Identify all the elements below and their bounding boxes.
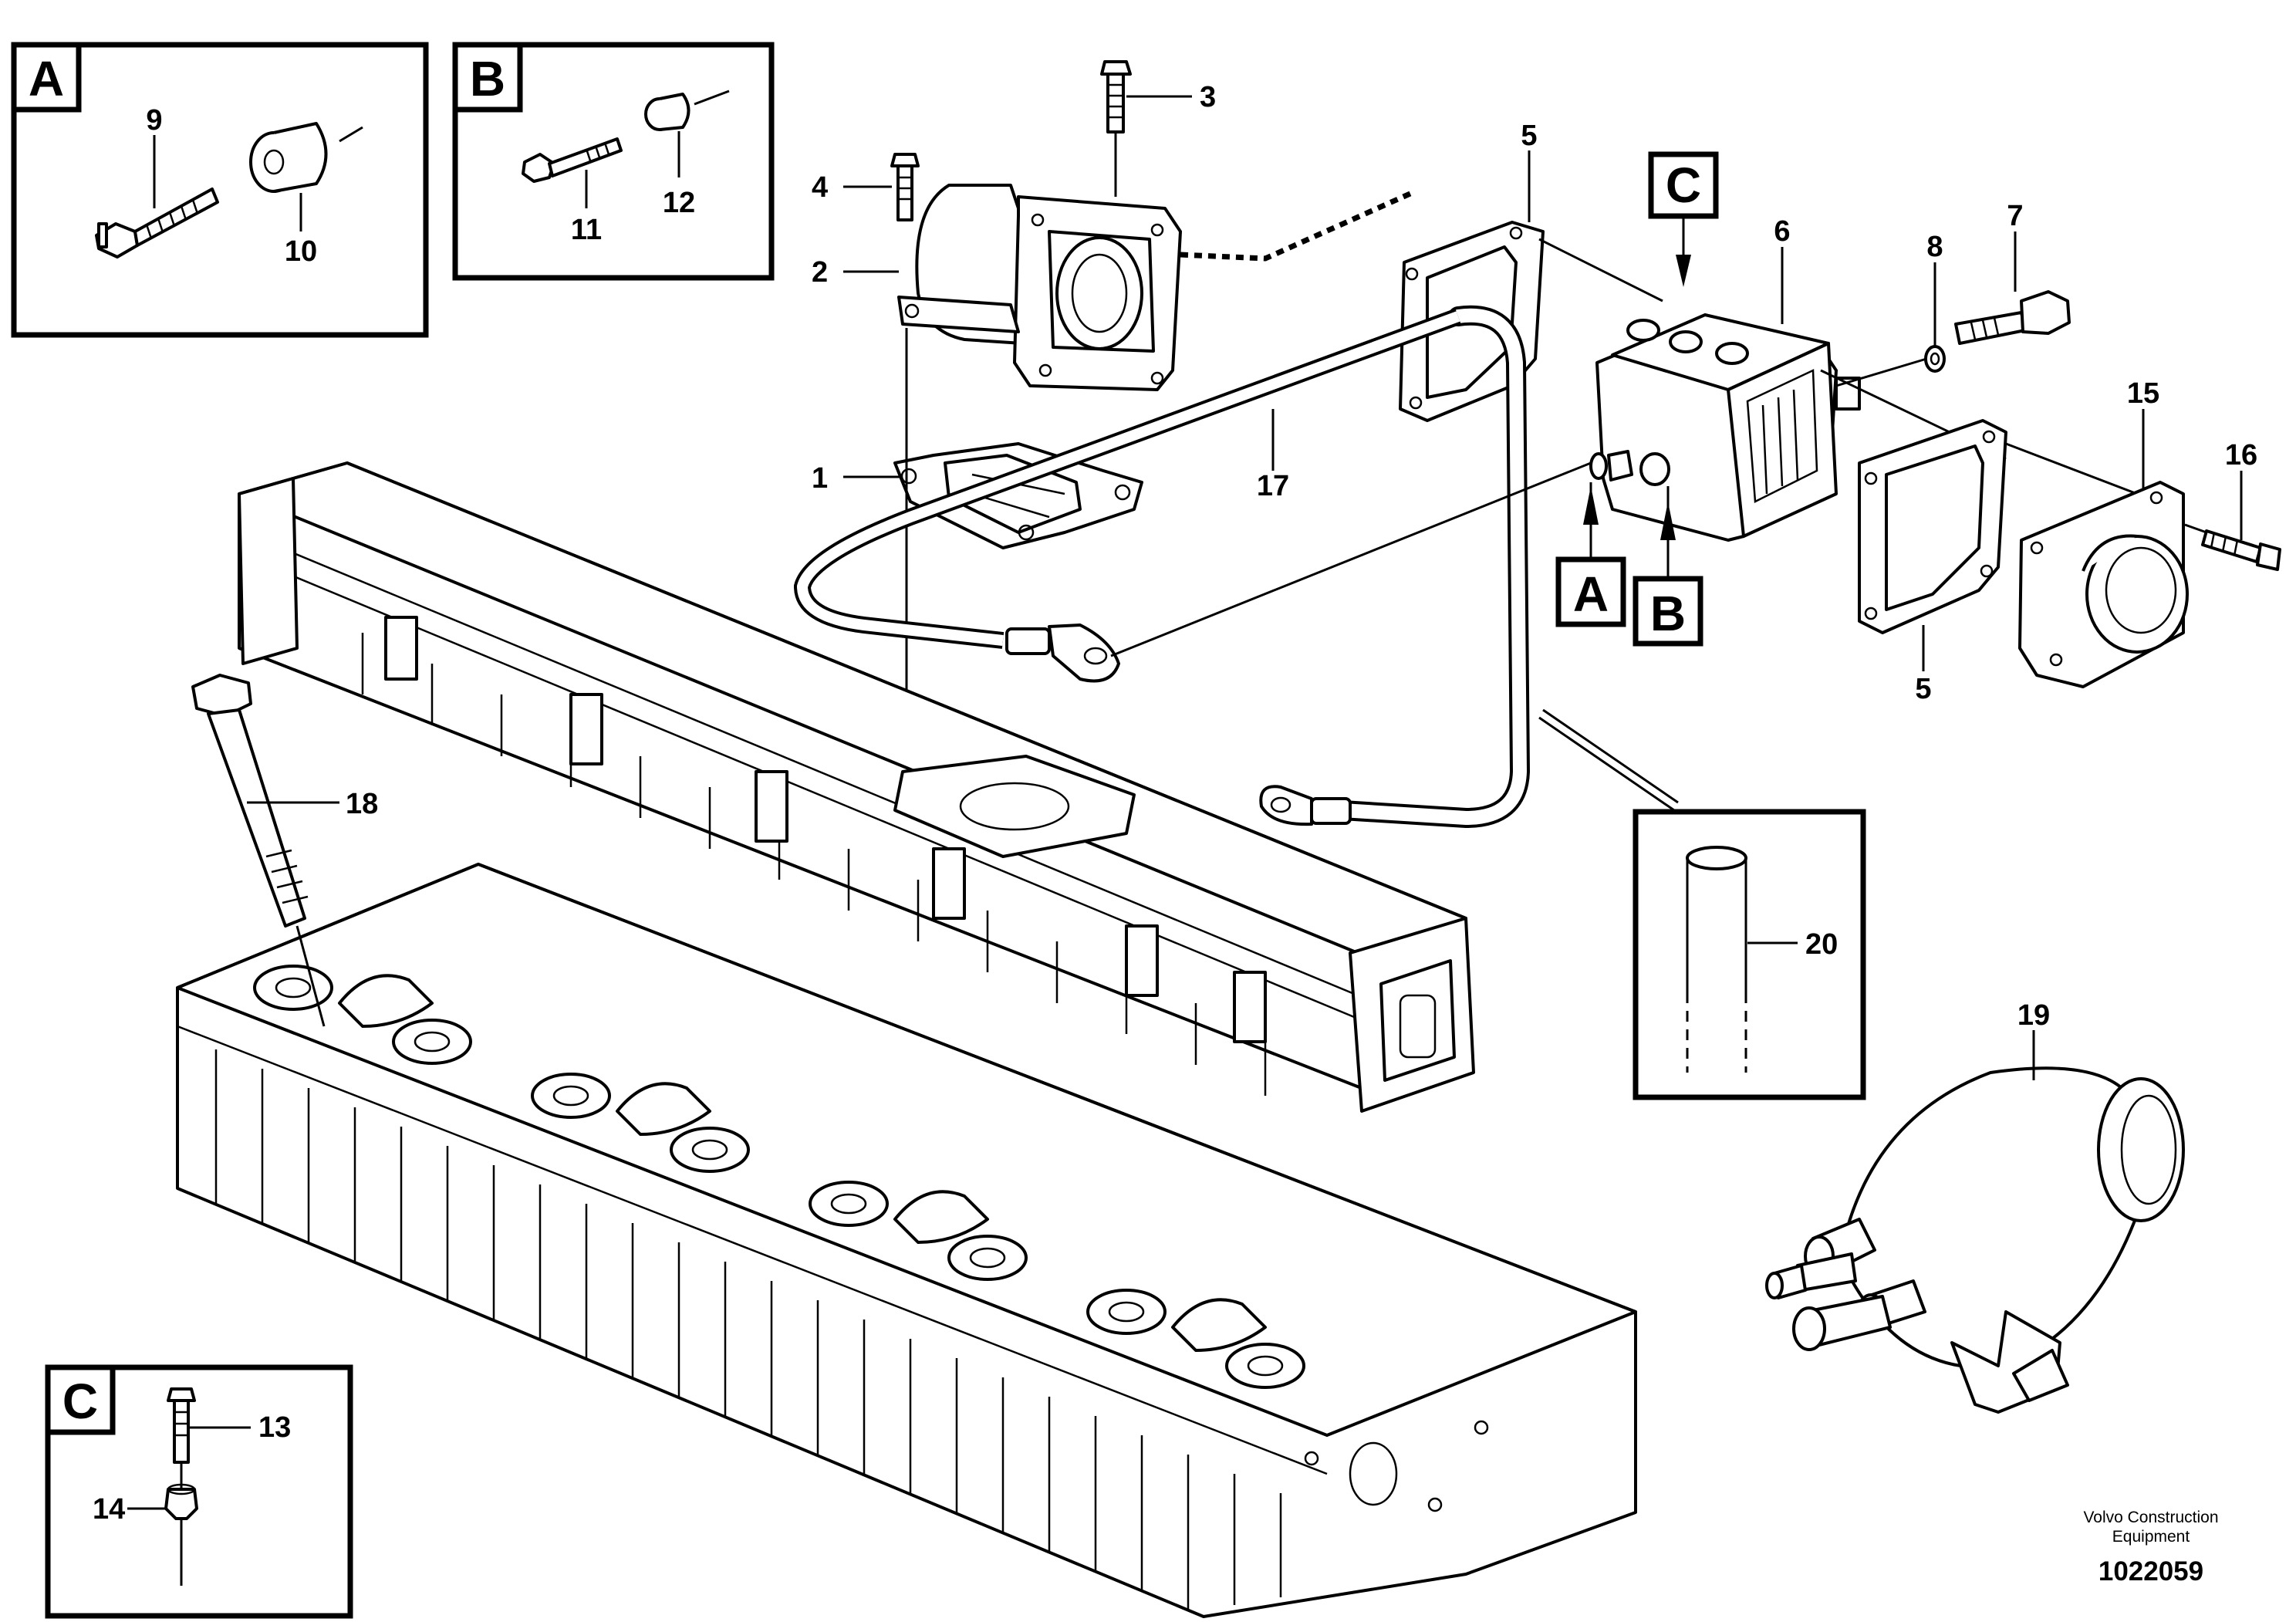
detail-box-20: 20 xyxy=(1538,708,1866,1100)
relay-terminal-bottom xyxy=(1792,1295,1892,1351)
callout-1: 1 xyxy=(812,462,828,495)
callout-15: 15 xyxy=(2127,377,2159,410)
relay-part-19 xyxy=(1765,1066,2185,1414)
credit-line-1: Volvo Construction xyxy=(2083,1509,2218,1526)
manifold xyxy=(238,461,1475,1113)
bolt-part-3 xyxy=(1100,60,1132,197)
callout-9: 9 xyxy=(146,104,162,137)
callout-17: 17 xyxy=(1257,470,1289,502)
spacer-part-10 xyxy=(249,122,363,193)
detail-box-c-label: C xyxy=(62,1374,98,1429)
reference-tag-b: B xyxy=(1633,486,1703,647)
reference-tag-c: C xyxy=(1648,151,1719,287)
gasket-part-5-lower xyxy=(1858,419,2007,634)
relay-terminal-left xyxy=(1765,1252,1857,1299)
bolt-part-16 xyxy=(2201,529,2281,571)
callout-6: 6 xyxy=(1774,215,1790,248)
svg-text:B: B xyxy=(1650,586,1686,641)
callout-7: 7 xyxy=(2007,200,2023,232)
head-bolt-part-18 xyxy=(191,674,309,928)
callout-4: 4 xyxy=(812,171,828,204)
cable-part-17 xyxy=(793,305,1531,829)
callout-19: 19 xyxy=(2017,999,2050,1032)
reference-tag-a: A xyxy=(1555,482,1626,627)
spacer-part-12 xyxy=(644,90,730,131)
callout-3: 3 xyxy=(1200,81,1216,113)
callout-2: 2 xyxy=(812,256,828,289)
washer-part-8 xyxy=(1924,345,1946,373)
bolt-part-4 xyxy=(890,153,920,221)
detail-box-b-label: B xyxy=(470,51,505,106)
callout-12: 12 xyxy=(663,187,695,219)
nut-part-14 xyxy=(164,1483,198,1520)
callout-11: 11 xyxy=(571,214,602,246)
detail-box-a: A 9 10 xyxy=(11,42,429,338)
detail-box-c: C 13 14 xyxy=(45,1364,353,1619)
callout-8: 8 xyxy=(1926,231,1943,263)
bolt-part-11 xyxy=(522,137,623,183)
cylinder-head xyxy=(176,863,1637,1618)
callout-5-lower: 5 xyxy=(1915,673,1931,705)
callout-10: 10 xyxy=(285,235,317,268)
callout-14: 14 xyxy=(93,1493,125,1526)
callout-13: 13 xyxy=(258,1411,291,1444)
outlet-flange-part-15 xyxy=(2018,481,2189,688)
callout-5-upper: 5 xyxy=(1521,120,1537,152)
heater-elbow-part-2 xyxy=(897,184,1182,391)
detail-box-a-label: A xyxy=(29,51,64,106)
callout-20: 20 xyxy=(1805,928,1838,961)
gasket-part-1 xyxy=(893,442,1143,549)
callout-16: 16 xyxy=(2225,439,2257,471)
bolt-part-9 xyxy=(95,188,219,259)
callout-18: 18 xyxy=(346,788,378,820)
svg-text:C: C xyxy=(1666,157,1701,213)
svg-text:A: A xyxy=(1573,566,1609,622)
bolt-part-7 xyxy=(1954,290,2071,345)
hose-part-20 xyxy=(1686,846,1747,1073)
detail-box-b: B 11 12 xyxy=(452,42,775,281)
credit-line-2: Equipment xyxy=(2112,1528,2190,1546)
heater-block-part-6 xyxy=(1589,313,1861,542)
document-number: 1022059 xyxy=(2098,1556,2203,1587)
